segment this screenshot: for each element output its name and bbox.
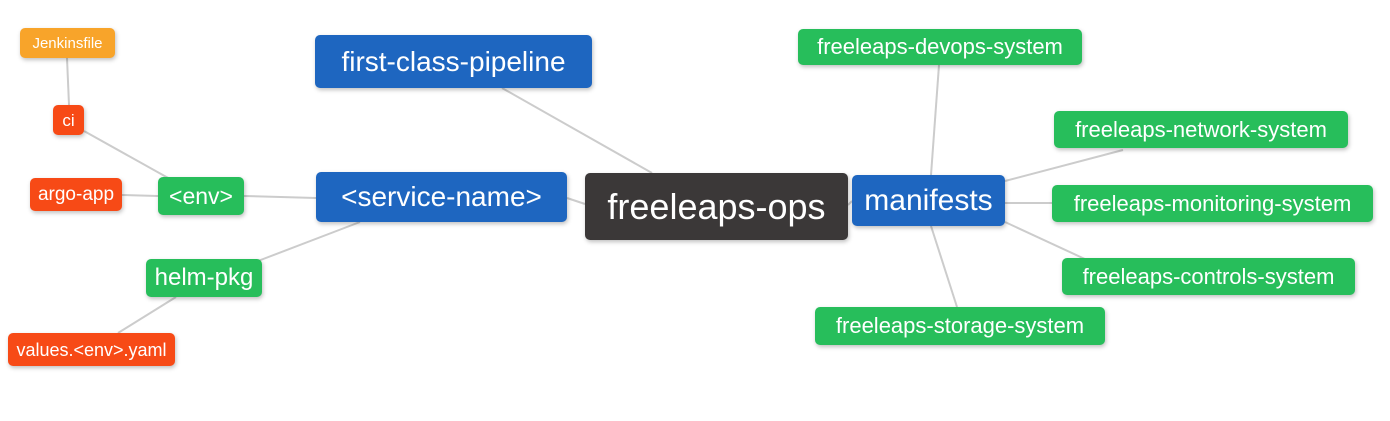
edge-freeleaps-ops-to-manifests: [847, 200, 853, 206]
node-label: freeleaps-storage-system: [835, 313, 1085, 338]
edge-manifests-to-freeleaps-network-system: [1004, 149, 1124, 182]
node-env[interactable]: <env>: [158, 177, 244, 215]
edge-first-class-pipeline-to-freeleaps-ops: [501, 87, 653, 174]
node-argo-app[interactable]: argo-app: [30, 178, 122, 211]
node-jenkinsfile[interactable]: Jenkinsfile: [20, 28, 115, 58]
edge-ci-to-env: [83, 130, 171, 180]
node-label: freeleaps-controls-system: [1082, 263, 1335, 289]
node-manifests[interactable]: manifests: [852, 175, 1005, 226]
node-label: <service-name>: [341, 181, 542, 212]
node-freeleaps-monitoring-system[interactable]: freeleaps-monitoring-system: [1052, 185, 1373, 222]
node-helm-pkg[interactable]: helm-pkg: [146, 259, 262, 297]
node-label: first-class-pipeline: [341, 45, 566, 77]
node-label: freeleaps-network-system: [1075, 116, 1327, 142]
node-ci[interactable]: ci: [53, 105, 84, 135]
node-freeleaps-ops[interactable]: freeleaps-ops: [585, 173, 848, 240]
edge-manifests-to-freeleaps-controls-system: [1004, 221, 1088, 261]
edge-helm-pkg-to-service-name: [257, 221, 361, 262]
node-label: <env>: [169, 182, 233, 209]
node-values-env-yaml[interactable]: values.<env>.yaml: [8, 333, 175, 366]
node-label: ci: [62, 110, 75, 130]
edge-jenkinsfile-to-ci: [66, 57, 70, 106]
edge-manifests-to-freeleaps-devops-system: [930, 64, 940, 176]
edge-manifests-to-freeleaps-storage-system: [930, 225, 958, 308]
node-freeleaps-network-system[interactable]: freeleaps-network-system: [1054, 111, 1348, 148]
node-label: manifests: [864, 183, 993, 217]
edge-service-name-to-freeleaps-ops: [566, 197, 586, 205]
node-label: argo-app: [37, 184, 115, 205]
edge-argo-app-to-env: [121, 194, 159, 197]
node-label: freeleaps-devops-system: [817, 34, 1063, 59]
node-freeleaps-controls-system[interactable]: freeleaps-controls-system: [1062, 258, 1355, 295]
node-label: freeleaps-ops: [607, 185, 826, 227]
node-label: helm-pkg: [154, 264, 254, 291]
node-label: values.<env>.yaml: [16, 339, 167, 360]
node-label: freeleaps-monitoring-system: [1073, 190, 1352, 216]
node-service-name[interactable]: <service-name>: [316, 172, 567, 222]
node-first-class-pipeline[interactable]: first-class-pipeline: [315, 35, 592, 88]
node-label: Jenkinsfile: [32, 34, 103, 52]
node-freeleaps-devops-system[interactable]: freeleaps-devops-system: [798, 29, 1082, 65]
edge-env-to-service-name: [243, 195, 317, 199]
edge-values-env-yaml-to-helm-pkg: [117, 296, 177, 334]
node-freeleaps-storage-system[interactable]: freeleaps-storage-system: [815, 307, 1105, 345]
